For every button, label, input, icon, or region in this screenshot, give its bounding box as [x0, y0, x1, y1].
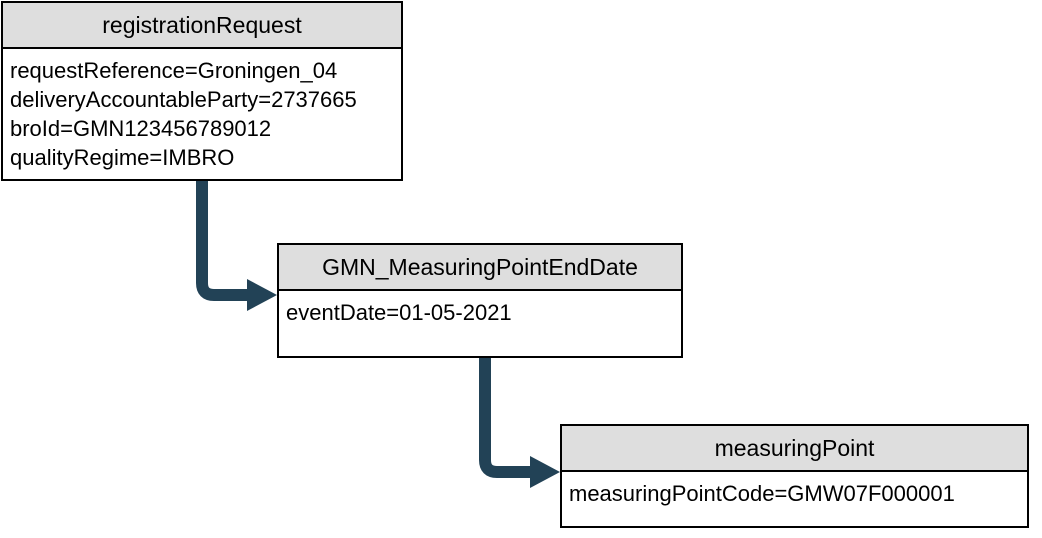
object-node-registration-request[interactable]: registrationRequest requestReference=Gro… [1, 1, 403, 181]
object-node-title: GMN_MeasuringPointEndDate [279, 245, 681, 291]
edge-arrowhead-2 [530, 456, 560, 488]
attribute-row: deliveryAccountableParty=2737665 [10, 87, 357, 112]
attribute-row: eventDate=01-05-2021 [286, 300, 512, 325]
object-node-attributes: requestReference=Groningen_04 deliveryAc… [3, 49, 401, 172]
attribute-row: requestReference=Groningen_04 [10, 58, 338, 83]
edge-shaft-1 [196, 181, 250, 301]
attribute-row: qualityRegime=IMBRO [10, 145, 235, 170]
object-node-title: measuringPoint [562, 426, 1027, 472]
object-node-gmn-measuring-point-end-date[interactable]: GMN_MeasuringPointEndDate eventDate=01-0… [277, 243, 683, 358]
object-node-attributes: measuringPointCode=GMW07F000001 [562, 472, 1027, 508]
object-node-measuring-point[interactable]: measuringPoint measuringPointCode=GMW07F… [560, 424, 1029, 528]
edge-shaft-2 [479, 358, 533, 478]
attribute-row: broId=GMN123456789012 [10, 116, 272, 141]
object-node-attributes: eventDate=01-05-2021 [279, 291, 681, 327]
object-node-title: registrationRequest [3, 3, 401, 49]
attribute-row: measuringPointCode=GMW07F000001 [569, 481, 955, 506]
edge-arrowhead-1 [247, 279, 277, 311]
